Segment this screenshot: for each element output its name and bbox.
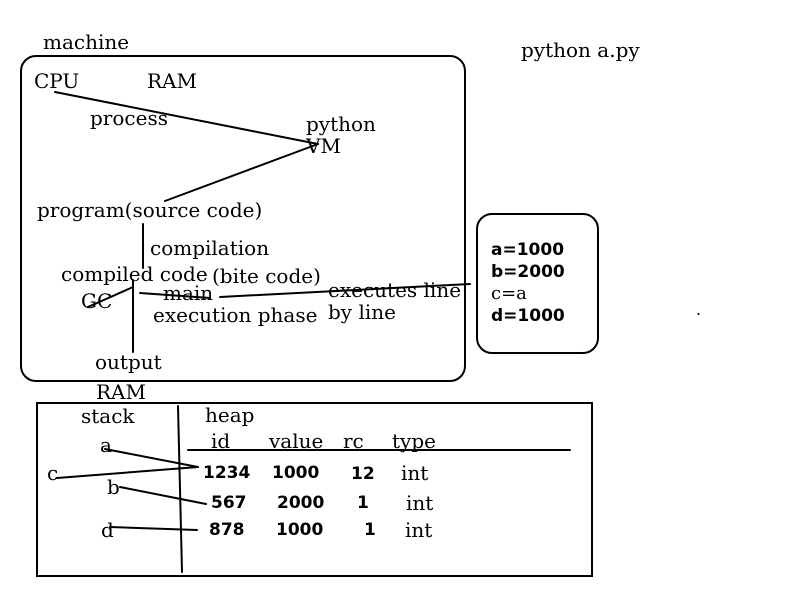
- heap-header-type: type: [392, 429, 436, 453]
- heap-cell-value: 2000: [277, 493, 325, 513]
- vm-label: VM: [306, 134, 341, 158]
- code-box: [476, 213, 599, 354]
- heap-cell-id: 1234: [203, 463, 251, 483]
- machine-label: machine: [43, 30, 130, 54]
- machine-box: [20, 55, 466, 382]
- stack-label: stack: [81, 404, 135, 428]
- output-label: output: [95, 350, 162, 374]
- heap-cell-id: 567: [211, 493, 247, 513]
- heap-header-rc: rc: [343, 429, 364, 453]
- process-label: process: [90, 106, 168, 130]
- line-a-1234: [104, 448, 199, 468]
- line-d-878: [109, 526, 198, 531]
- line-main-code: [219, 283, 471, 298]
- compilation-label: compilation: [150, 236, 270, 260]
- ram-bottom-label: RAM: [96, 380, 146, 404]
- command-label: python a.py: [521, 38, 640, 62]
- heap-cell-value: 1000: [272, 463, 320, 483]
- compiled-code-label: compiled code: [61, 262, 208, 286]
- heap-header-id: id: [211, 429, 231, 453]
- code-line: d=1000: [491, 306, 565, 326]
- bite-code-label: (bite code): [212, 264, 321, 288]
- stack-var-b: b: [107, 475, 120, 499]
- line-stack-heap-divider: [177, 405, 183, 573]
- line-vm-program: [164, 143, 319, 202]
- line-compiled-main: [139, 292, 211, 299]
- heap-header-value: value: [269, 429, 324, 453]
- heap-cell-rc: 1: [364, 520, 376, 540]
- main-label: main: [163, 281, 214, 305]
- code-line: b=2000: [491, 262, 565, 282]
- ram-top-label: RAM: [147, 69, 197, 93]
- heap-cell-rc: 1: [357, 493, 369, 513]
- line-c-1234: [56, 466, 199, 479]
- gc-label: GC: [81, 289, 113, 313]
- stack-var-d: d: [101, 518, 114, 542]
- python-label: python: [306, 112, 376, 136]
- code-line: c=a: [491, 283, 527, 304]
- heap-cell-type: int: [405, 518, 433, 542]
- heap-label: heap: [205, 403, 255, 427]
- ram-box: [36, 402, 593, 577]
- stack-var-c: c: [47, 461, 59, 485]
- code-line: a=1000: [491, 240, 565, 260]
- stray-dot: .: [696, 300, 702, 319]
- line-cpu-vm: [54, 91, 319, 145]
- by-line-label: by line: [328, 300, 396, 324]
- line-compiled-gc: [87, 286, 134, 308]
- executes-line-label: executes line: [328, 278, 462, 302]
- heap-cell-id: 878: [209, 520, 245, 540]
- line-b-567: [119, 486, 207, 505]
- heap-cell-rc: 12: [351, 464, 375, 484]
- heap-cell-value: 1000: [276, 520, 324, 540]
- stack-var-a: a: [100, 433, 112, 457]
- heap-cell-type: int: [401, 461, 429, 485]
- execution-phase-label: execution phase: [153, 303, 318, 327]
- cpu-label: CPU: [34, 69, 80, 93]
- program-label: program(source code): [37, 198, 263, 222]
- heap-cell-type: int: [406, 491, 434, 515]
